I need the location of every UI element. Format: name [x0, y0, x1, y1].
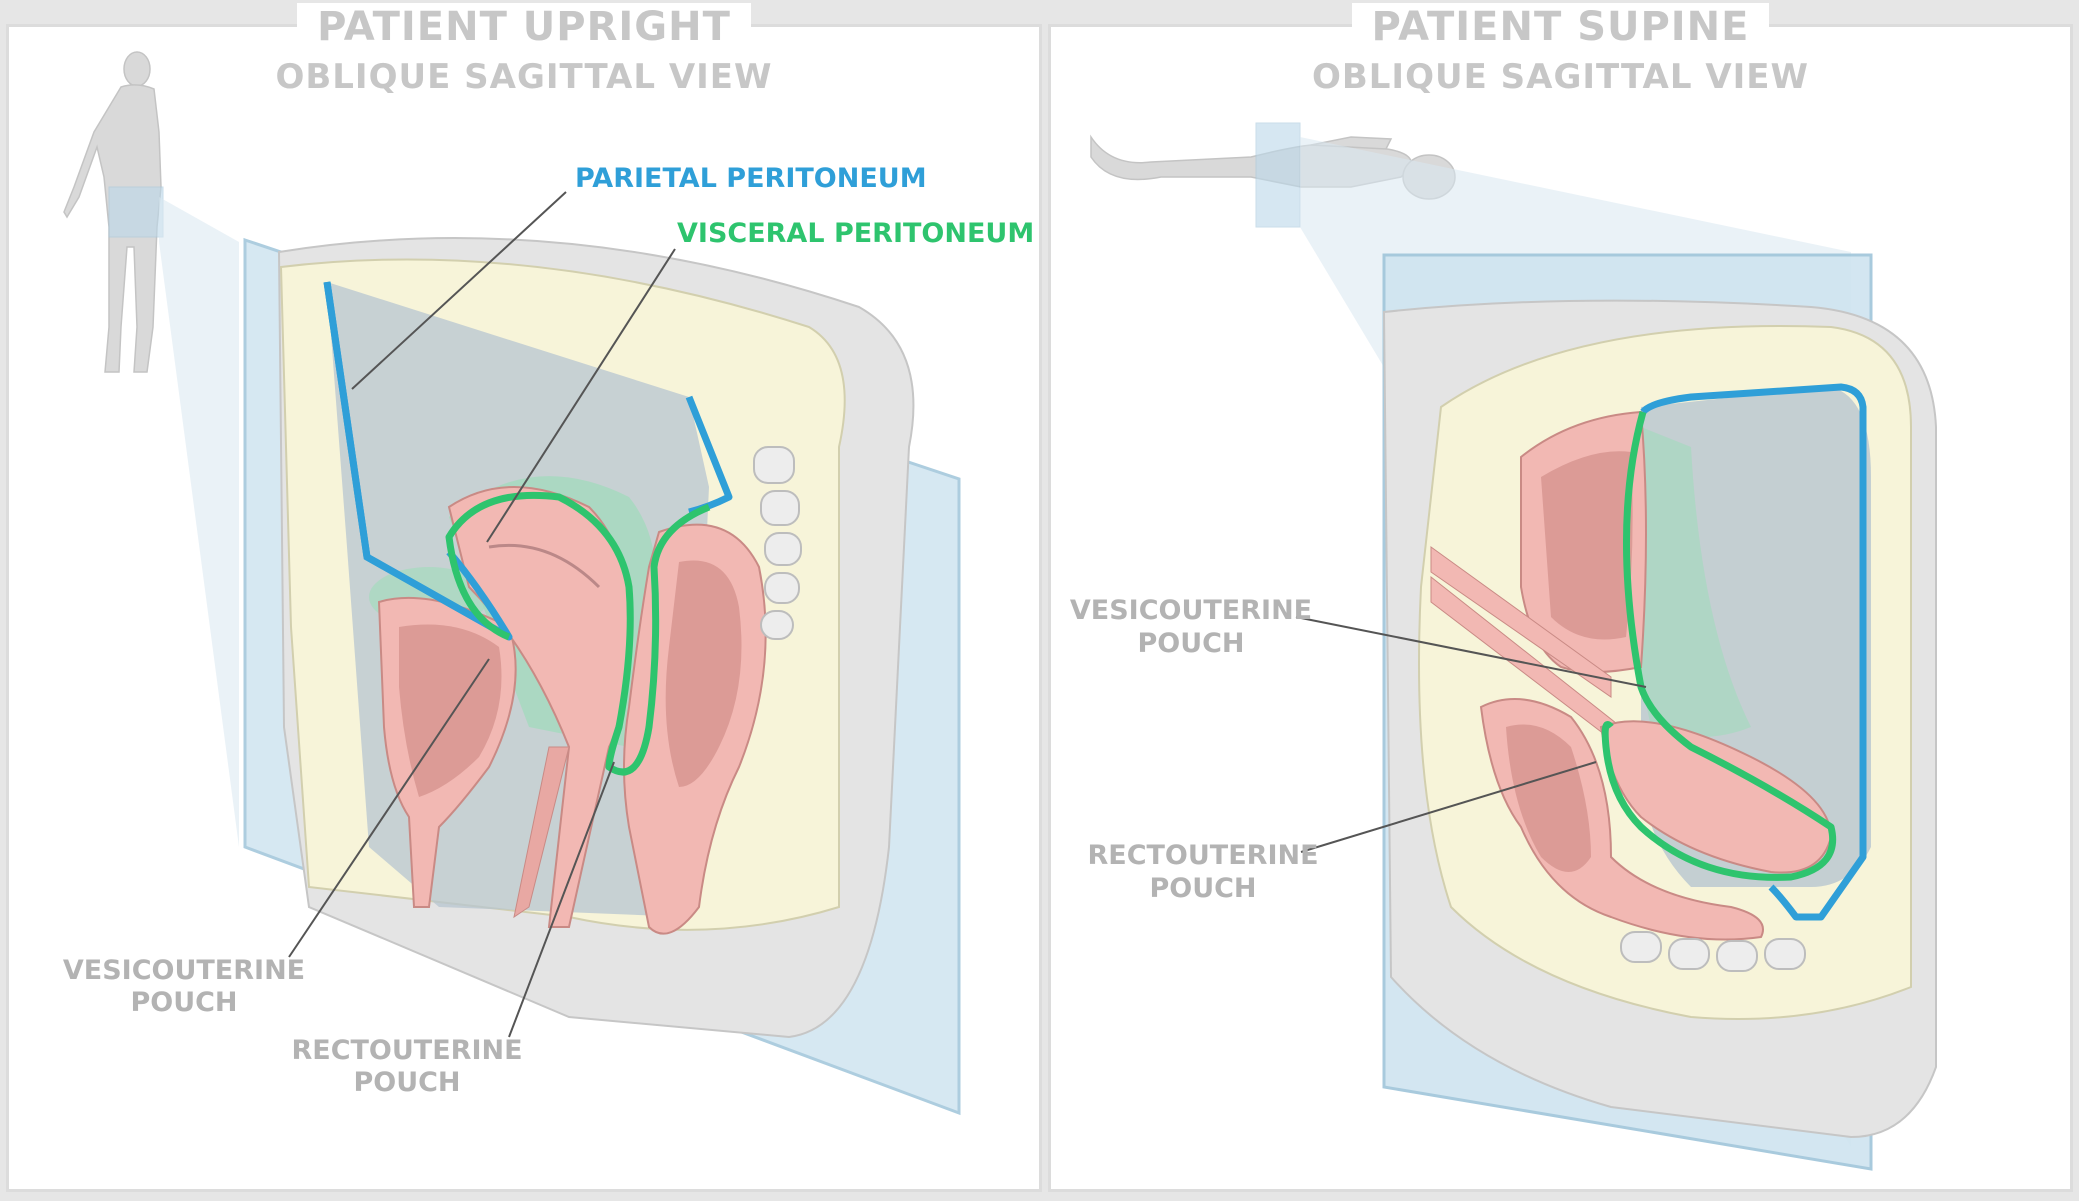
vesicouterine-label-line2: POUCH	[130, 987, 237, 1018]
vesicouterine-label-supine-line1: VESICOUTERINE	[1070, 595, 1312, 626]
rectouterine-label-line1: RECTOUTERINE	[291, 1035, 522, 1066]
visceral-peritoneum-line	[445, 491, 711, 776]
supine-illustration: VESICOUTERINE POUCH RECTOUTERINE POUCH	[1070, 122, 1937, 1171]
vesicouterine-label-supine-line2: POUCH	[1137, 628, 1244, 659]
upright-illustration: PARIETAL PERITONEUM VISCERAL PERITONEUM …	[63, 51, 1034, 1116]
upright-subtitle: OBLIQUE SAGITTAL VIEW	[275, 57, 773, 97]
rectouterine-label-supine-line1: RECTOUTERINE	[1087, 840, 1318, 871]
upright-title: PATIENT UPRIGHT	[297, 3, 751, 51]
rectouterine-label-line2: POUCH	[353, 1067, 460, 1098]
supine-panel: PATIENT SUPINE OBLIQUE SAGITTAL VIEW	[1048, 3, 2073, 1192]
parietal-peritoneum-line-supine	[1640, 383, 1867, 921]
supine-subtitle: OBLIQUE SAGITTAL VIEW	[1311, 57, 1810, 97]
visceral-peritoneum-line-supine	[1601, 411, 1837, 881]
visceral-peritoneum-label: VISCERAL PERITONEUM	[677, 218, 1034, 249]
parietal-peritoneum-label: PARIETAL PERITONEUM	[575, 163, 927, 194]
vesicouterine-label-line1: VESICOUTERINE	[63, 955, 305, 986]
supine-title: PATIENT SUPINE	[1351, 3, 1770, 51]
upright-panel: PATIENT UPRIGHT OBLIQUE SAGITTAL VIEW	[6, 3, 1042, 1192]
rectouterine-label-supine-line2: POUCH	[1149, 873, 1256, 904]
